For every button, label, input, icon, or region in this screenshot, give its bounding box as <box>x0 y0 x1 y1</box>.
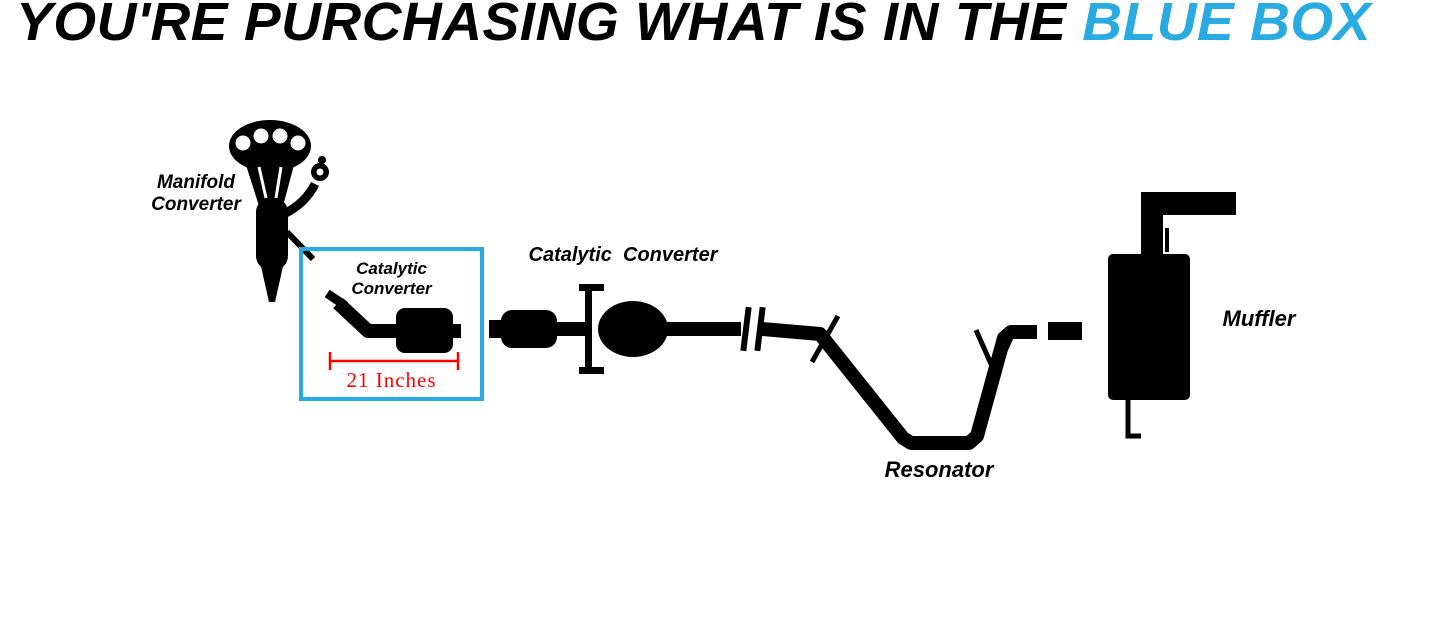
muffler-and-tailpipe-drawing <box>1108 192 1236 439</box>
title-highlight-blue-box: BLUE BOX <box>1082 0 1371 52</box>
resonator-pipe-drawing <box>761 314 1037 450</box>
mid-catalytic-converter-drawing <box>489 284 766 374</box>
boxed-catalytic-converter-label: Catalytic Converter <box>351 259 432 299</box>
blue-box-highlight: Catalytic Converter 21 Inches <box>299 247 484 401</box>
mid-catalytic-converter-label: Catalytic Converter <box>528 244 718 266</box>
measurement-line <box>328 352 460 370</box>
manifold-converter-drawing <box>229 120 329 302</box>
resonator-label: Resonator <box>884 457 994 482</box>
boxed-catalytic-converter-drawing <box>324 289 461 353</box>
pipe-hanger-mark-right <box>973 328 1017 380</box>
manifold-converter-label: Manifold Converter <box>151 172 241 216</box>
pipe-connector <box>1048 322 1082 340</box>
length-measurement-label: 21 Inches <box>346 368 437 392</box>
pipe-hanger-mark-left <box>809 314 841 364</box>
muffler-label: Muffler <box>1222 306 1296 331</box>
page-title: YOU'RE PURCHASING WHAT IS IN THE BLUE BO… <box>16 0 1371 49</box>
title-text: YOU'RE PURCHASING WHAT IS IN THE <box>16 0 1083 52</box>
